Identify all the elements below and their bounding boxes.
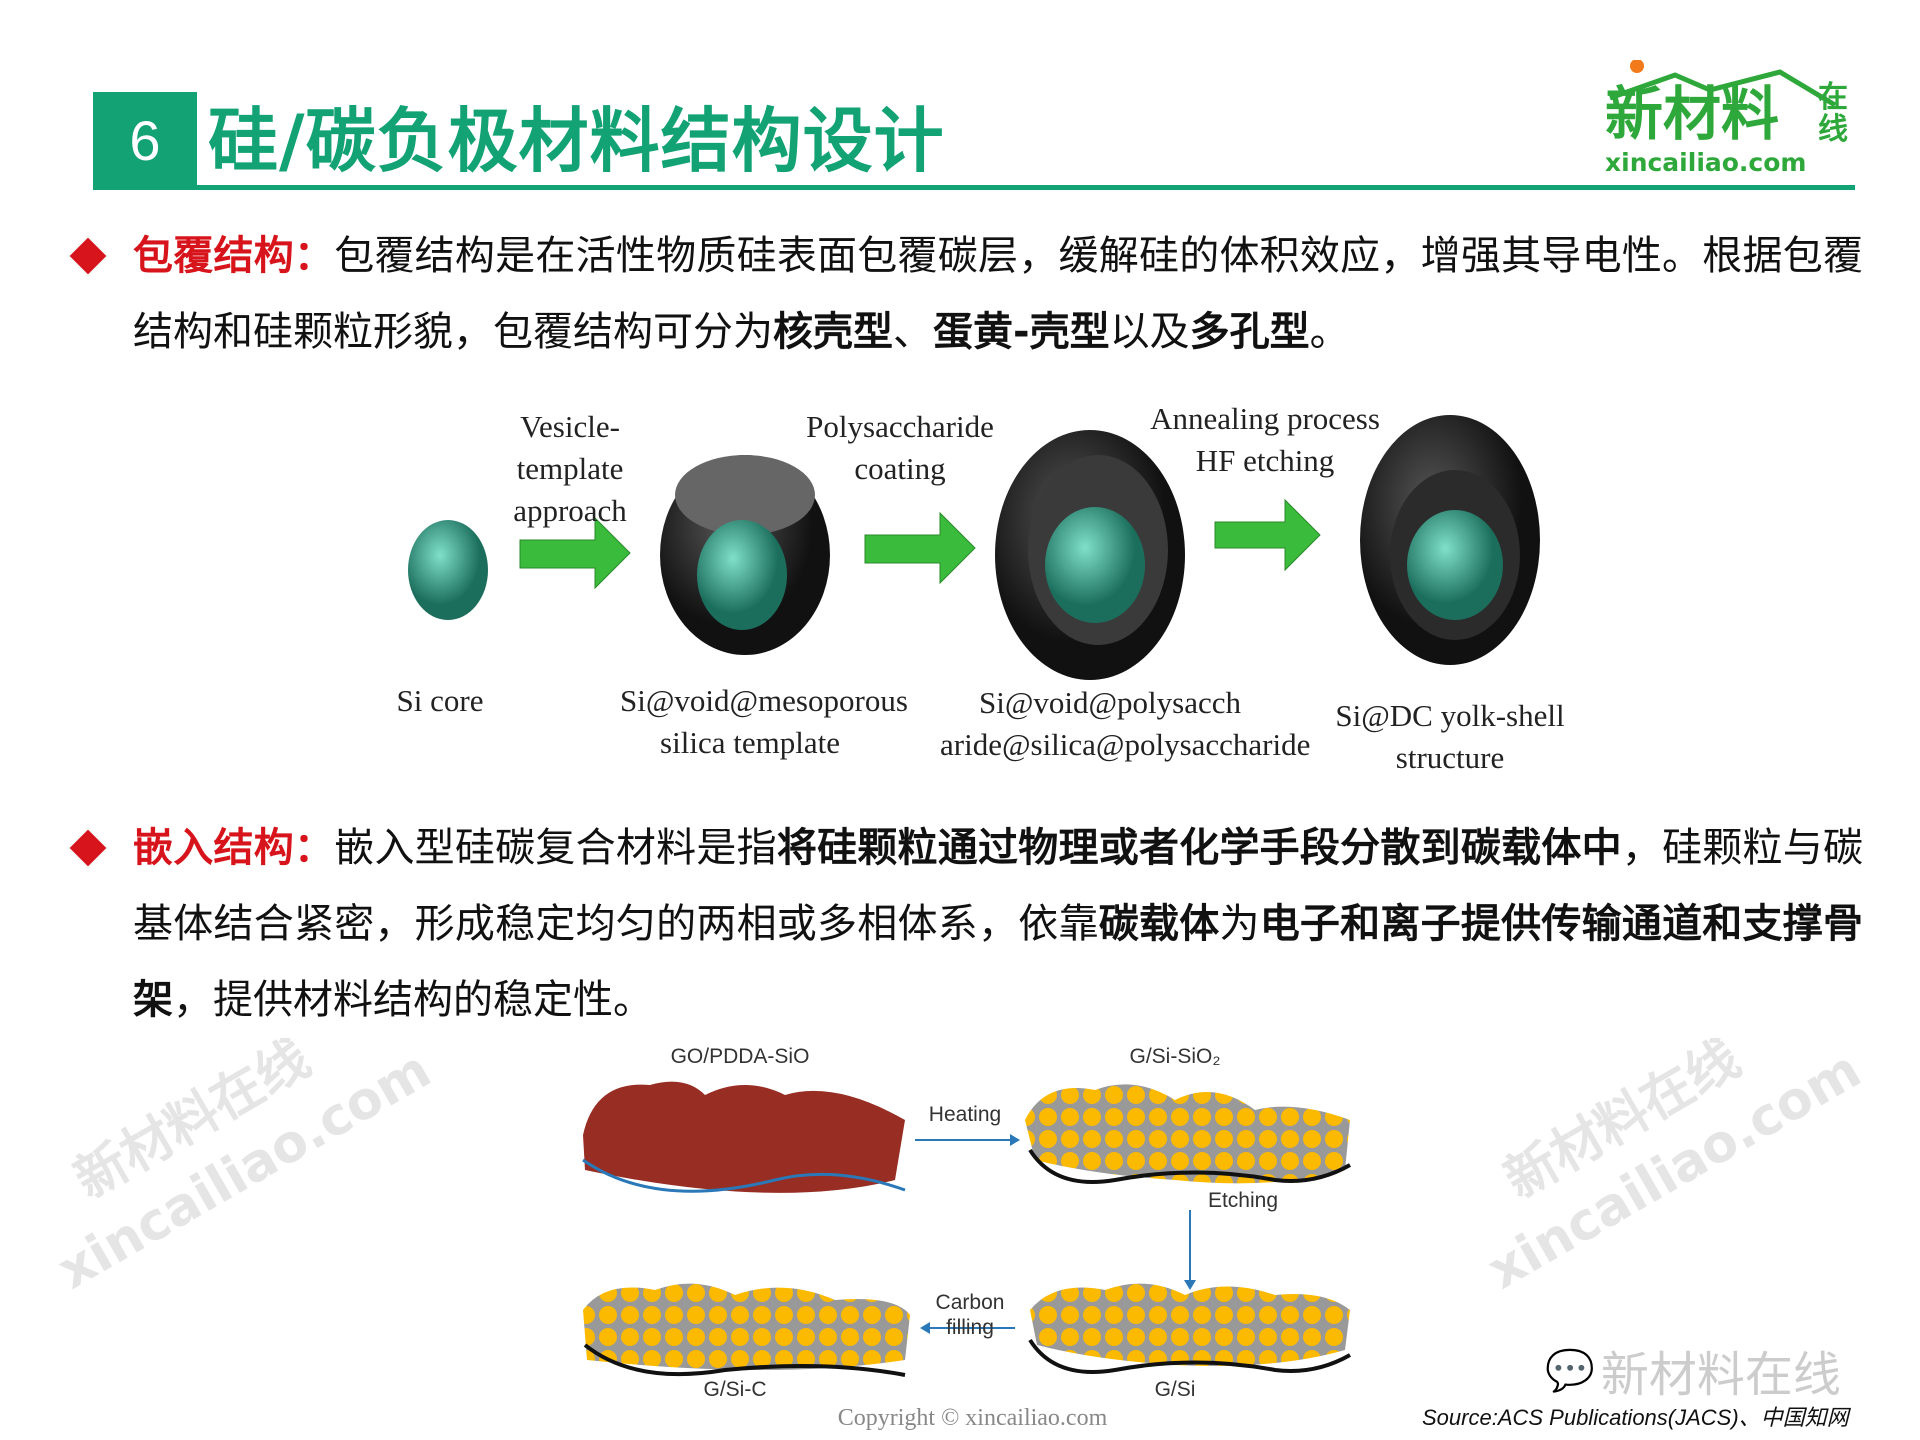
filling-label: filling (946, 1316, 994, 1339)
bold-text: 多孔型 (1189, 309, 1310, 355)
yolk-shell-figure: Vesicle-template approach Polysaccharide… (380, 390, 1580, 790)
text: 。 (1309, 309, 1350, 355)
embedded-label: 嵌入结构： (133, 825, 335, 871)
logo-side-text: 在线 (1818, 80, 1848, 147)
stage2-label-a: Si@void@mesoporous (620, 683, 908, 718)
copyright: Copyright © xincailiao.com (837, 1405, 1108, 1431)
logo-text: 新材料 (1605, 80, 1780, 148)
embedded-structure-diagram (582, 1081, 1351, 1377)
si-core-label: Si core (396, 683, 484, 718)
arrow2-label: Polysaccharide coating (806, 409, 994, 486)
go-pdda-label: GO/PDDA-SiO (670, 1045, 810, 1068)
coating-label: 包覆结构： (133, 233, 335, 279)
stage2-label-b: silica template (660, 725, 840, 760)
wechat-name: 新材料在线 (1600, 1347, 1841, 1403)
stage4-label-b: structure (1395, 740, 1505, 775)
coating-paragraph: 包覆结构：包覆结构是在活性物质硅表面包覆碳层，缓解硅的体积效应，增强其导电性。根… (133, 218, 1863, 370)
bold-text: 蛋黄-壳型 (933, 309, 1110, 355)
g-si-label: G/Si (1154, 1378, 1196, 1401)
bold-text: 将硅颗粒通过物理或者化学手段分散到碳载体中 (776, 825, 1622, 871)
bold-text: 碳载体 (1098, 901, 1220, 947)
text: 以及 (1109, 309, 1190, 355)
bullet-diamond-icon (69, 829, 107, 867)
heating-label: Heating (928, 1103, 1002, 1126)
text: 、 (893, 309, 933, 355)
text: 嵌入型硅碳复合材料是指 (334, 825, 777, 871)
stage3-label-a: Si@void@polysacch (978, 685, 1242, 720)
section-number: 6 (93, 92, 197, 188)
page-title: 硅/碳负极材料结构设计 (208, 100, 945, 182)
logo-house-icon (1609, 59, 1837, 108)
etching-label: Etching (1207, 1189, 1279, 1212)
text: 包覆结构是在活性物质硅表面包覆碳层，缓解硅的体积效应，增强其导电性。根据包覆结构… (133, 233, 1864, 355)
text: ，硅颗粒与碳基体结合紧密，形成稳定均匀的两相或多相体系，依靠 (133, 825, 1864, 947)
arrow3-label-b: HF etching (1195, 443, 1335, 478)
source-citation: Source:ACS Publications(JACS)、中国知网 (1422, 1405, 1849, 1430)
logo-url: xincailiao.com (1605, 148, 1807, 177)
g-si-sio2-label: G/Si-SiO₂ (1129, 1045, 1221, 1068)
label: Vesicle-template approach (513, 409, 627, 528)
bold-text: 电子和离子提供传输通道和支撑骨架 (133, 901, 1864, 1023)
wechat-account: 💬新材料在线 (1545, 1335, 1841, 1405)
stage4-label-a: Si@DC yolk-shell (1335, 698, 1565, 733)
bold-text: 核壳型 (773, 309, 893, 355)
embedded-structure-figure: GO/PDDA-SiO G/Si-SiO₂ Heating Etching Ca… (575, 1040, 1365, 1410)
yolk-shell-diagram (408, 415, 1540, 680)
arrow1-label: Vesicle-template approach (460, 406, 680, 532)
stage3-label-b: aride@silica@polysaccharide (940, 727, 1311, 762)
wechat-icon: 💬 (1545, 1347, 1595, 1394)
g-si-c-label: G/Si-C (703, 1378, 767, 1401)
arrow3-label-a: Annealing process (1150, 401, 1380, 436)
text: ，提供材料结构的稳定性。 (173, 977, 653, 1023)
logo: 新材料 在线 xincailiao.com (1600, 59, 1860, 180)
text: 为 (1219, 901, 1260, 947)
bullet-diamond-icon (69, 237, 107, 275)
title-underline (93, 185, 1855, 190)
carbon-label: Carbon (935, 1291, 1005, 1314)
embedded-paragraph: 嵌入结构：嵌入型硅碳复合材料是指将硅颗粒通过物理或者化学手段分散到碳载体中，硅颗… (133, 810, 1863, 1038)
